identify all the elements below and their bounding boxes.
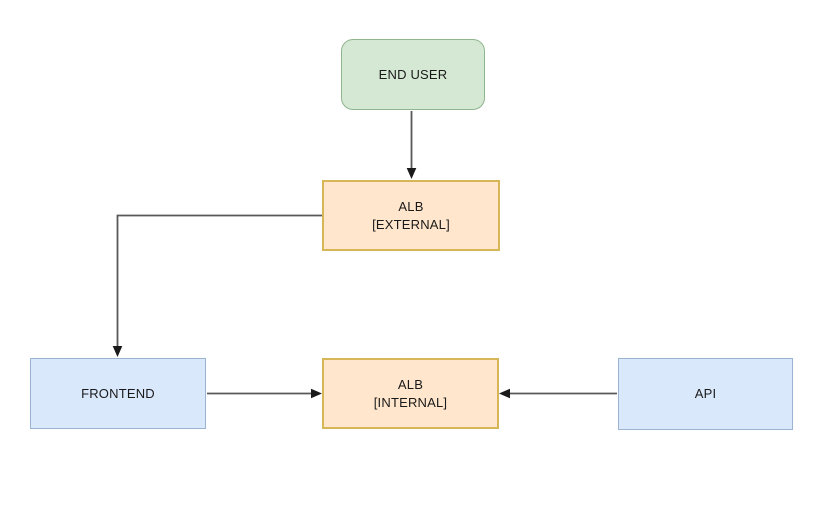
edge-end-user-to-alb-external — [406, 111, 417, 179]
node-alb-internal-label-line1: ALB — [397, 376, 424, 392]
node-alb-internal: ALB [INTERNAL] — [322, 358, 499, 429]
node-alb-internal-label-line2: [INTERNAL] — [373, 394, 448, 410]
edge-frontend-to-alb-internal — [207, 388, 322, 399]
node-frontend-label: FRONTEND — [81, 385, 155, 401]
node-end-user-label: END USER — [378, 66, 448, 82]
node-api: API — [618, 358, 793, 430]
node-frontend: FRONTEND — [30, 358, 206, 429]
node-alb-external-label: ALB [EXTERNAL] — [372, 198, 450, 234]
node-api-label: API — [694, 386, 717, 401]
node-alb-external-label-line1: ALB — [398, 198, 424, 214]
node-alb-internal-label: ALB [INTERNAL] — [374, 376, 448, 412]
arrowhead-right-icon — [311, 388, 322, 399]
node-alb-external: ALB [EXTERNAL] — [322, 180, 500, 251]
edge-api-to-alb-internal — [499, 388, 617, 399]
arrowhead-down-icon — [112, 346, 123, 357]
node-end-user: END USER — [341, 39, 485, 110]
edge-alb-external-to-frontend — [112, 214, 322, 357]
node-alb-external-label-line2: [EXTERNAL] — [372, 216, 450, 232]
edge-line — [116, 214, 322, 346]
arrowhead-down-icon — [406, 168, 417, 179]
arrowhead-left-icon — [499, 388, 510, 399]
